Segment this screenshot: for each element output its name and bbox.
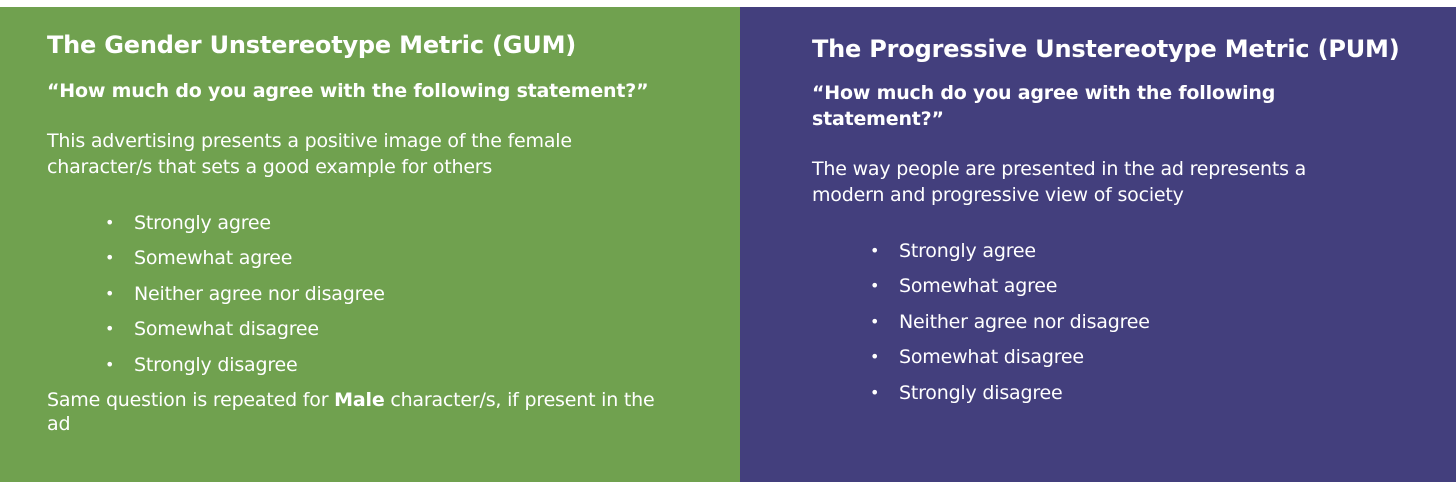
- bullet-icon: •: [105, 212, 115, 232]
- pum-option-strongly-disagree: • Strongly disagree: [870, 380, 1456, 406]
- gum-note: Same question is repeated for Male chara…: [47, 388, 667, 436]
- gum-note-bold: Male: [334, 388, 385, 411]
- bullet-icon: •: [870, 382, 880, 402]
- option-label: Somewhat disagree: [134, 318, 319, 341]
- gum-note-after: character/s, if present in the ad: [47, 388, 655, 435]
- gum-question: “How much do you agree with the followin…: [47, 79, 649, 102]
- option-label: Somewhat disagree: [899, 346, 1084, 369]
- gum-note-before: Same question is repeated for: [47, 388, 335, 411]
- pum-question: “How much do you agree with the followin…: [812, 81, 1276, 130]
- pum-title: The Progressive Unstereotype Metric (PUM…: [812, 35, 1400, 63]
- gum-panel: The Gender Unstereotype Metric (GUM) “Ho…: [0, 7, 740, 482]
- option-label: Strongly disagree: [899, 381, 1063, 404]
- gum-statement: This advertising presents a positive ima…: [47, 129, 572, 178]
- bullet-icon: •: [105, 354, 115, 374]
- gum-option-somewhat-disagree: • Somewhat disagree: [105, 316, 740, 342]
- bullet-icon: •: [105, 283, 115, 303]
- option-label: Neither agree nor disagree: [899, 310, 1150, 333]
- pum-option-strongly-agree: • Strongly agree: [870, 238, 1456, 264]
- gum-option-neither: • Neither agree nor disagree: [105, 281, 740, 307]
- bullet-icon: •: [870, 311, 880, 331]
- bullet-icon: •: [870, 347, 880, 367]
- gum-option-strongly-disagree: • Strongly disagree: [105, 352, 740, 378]
- option-label: Strongly agree: [899, 239, 1036, 262]
- bullet-icon: •: [870, 240, 880, 260]
- gum-option-strongly-agree: • Strongly agree: [105, 210, 740, 236]
- bullet-icon: •: [870, 276, 880, 296]
- pum-options-list: • Strongly agree • Somewhat agree • Neither…: [870, 238, 1456, 406]
- pum-panel: The Progressive Unstereotype Metric (PUM…: [740, 7, 1456, 482]
- option-label: Somewhat agree: [899, 275, 1058, 298]
- bullet-icon: •: [105, 248, 115, 268]
- option-label: Strongly agree: [134, 211, 271, 234]
- pum-statement: The way people are presented in the ad r…: [812, 157, 1307, 206]
- pum-option-somewhat-agree: • Somewhat agree: [870, 273, 1456, 299]
- option-label: Somewhat agree: [134, 247, 293, 270]
- gum-title: The Gender Unstereotype Metric (GUM): [47, 31, 577, 59]
- option-label: Strongly disagree: [134, 353, 298, 376]
- gum-options-list: • Strongly agree • Somewhat agree • Neither…: [105, 210, 740, 378]
- option-label: Neither agree nor disagree: [134, 282, 385, 305]
- bullet-icon: •: [105, 319, 115, 339]
- gum-option-somewhat-agree: • Somewhat agree: [105, 245, 740, 271]
- pum-option-neither: • Neither agree nor disagree: [870, 309, 1456, 335]
- pum-option-somewhat-disagree: • Somewhat disagree: [870, 344, 1456, 370]
